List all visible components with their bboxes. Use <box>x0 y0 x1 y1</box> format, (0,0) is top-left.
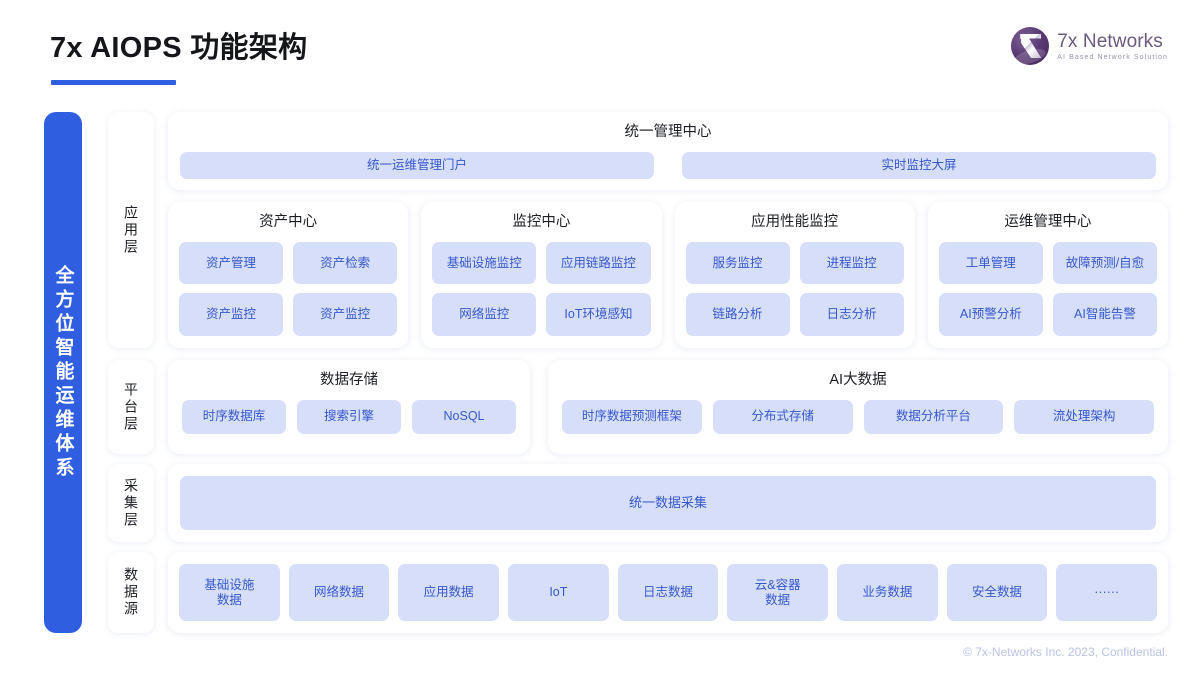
data-source-items: 基础设施数据 网络数据 应用数据 IoT 日志数据 云&容器数据 业务数据 安全… <box>179 564 1158 621</box>
layer-label-collection: 采集层 <box>108 464 154 542</box>
layer-label-platform: 平台层 <box>108 360 154 454</box>
apm-card: 应用性能监控 服务监控 进程监控 链路分析 日志分析 <box>674 202 915 348</box>
ops-item-1[interactable]: 工单管理 <box>938 241 1043 285</box>
asset-center-item-3[interactable]: 资产监控 <box>179 293 284 336</box>
unified-management-center-items: 统一运维管理门户 实时监控大屏 <box>180 152 1156 179</box>
apm-items: 服务监控 进程监控 链路分析 日志分析 <box>685 241 904 336</box>
apm-item-2[interactable]: 进程监控 <box>799 241 904 285</box>
footer-copyright: © 7x-Networks Inc. 2023, Confidential. <box>963 645 1168 659</box>
layer-label-platform-text: 平台层 <box>123 381 139 433</box>
asset-center-card: 资产中心 资产管理 资产检索 资产监控 资产监控 <box>168 202 409 348</box>
ops-item-3[interactable]: AI预警分析 <box>938 293 1043 336</box>
seven-x-globe-icon <box>1011 27 1050 65</box>
logo-text-block: 7x Networks AI Based Network Solution <box>1057 32 1168 61</box>
asset-center-item-1[interactable]: 资产管理 <box>179 241 284 285</box>
data-storage-card: 数据存储 时序数据库 搜索引擎 NoSQL <box>168 360 530 454</box>
layer-label-column: 应用层 平台层 采集层 数据源 <box>108 112 154 633</box>
data-source-item-3[interactable]: 应用数据 <box>398 564 500 621</box>
unified-data-collection-item[interactable]: 统一数据采集 <box>180 476 1156 530</box>
title-underline-rule <box>51 80 176 85</box>
ai-bigdata-item-4[interactable]: 流处理架构 <box>1014 399 1154 434</box>
monitoring-center-item-3[interactable]: 网络监控 <box>432 293 537 336</box>
data-source-item-8[interactable]: 安全数据 <box>946 564 1048 621</box>
ops-management-center-card: 运维管理中心 工单管理 故障预测/自愈 AI预警分析 AI智能告警 <box>927 202 1168 348</box>
monitoring-center-item-2[interactable]: 应用链路监控 <box>546 241 651 285</box>
monitoring-center-items: 基础设施监控 应用链路监控 网络监控 IoT环境感知 <box>432 241 651 336</box>
data-source-item-1[interactable]: 基础设施数据 <box>179 564 280 621</box>
brand-logo: 7x Networks AI Based Network Solution <box>1011 27 1168 65</box>
data-source-item-6-line1: 云&容器 <box>754 577 801 592</box>
ai-bigdata-item-3[interactable]: 数据分析平台 <box>863 399 1004 434</box>
monitoring-center-title: 监控中心 <box>512 214 571 230</box>
apm-title: 应用性能监控 <box>751 214 839 230</box>
ai-bigdata-items: 时序数据预测框架 分布式存储 数据分析平台 流处理架构 <box>562 399 1154 434</box>
layer-label-collection-text: 采集层 <box>123 477 139 529</box>
data-source-item-9[interactable]: ······ <box>1056 564 1158 621</box>
collection-layer-card: 统一数据采集 <box>168 464 1168 542</box>
unified-management-center-card: 统一管理中心 统一运维管理门户 实时监控大屏 <box>168 112 1168 190</box>
page-title: 7x AIOPS 功能架构 <box>50 32 308 64</box>
layer-label-datasource: 数据源 <box>108 552 154 633</box>
asset-center-item-4[interactable]: 资产监控 <box>293 293 398 336</box>
umc-item-portal[interactable]: 统一运维管理门户 <box>180 152 654 179</box>
asset-center-title: 资产中心 <box>259 214 318 230</box>
data-storage-items: 时序数据库 搜索引擎 NoSQL <box>182 399 516 434</box>
layer-label-application: 应用层 <box>108 112 154 348</box>
asset-center-item-2[interactable]: 资产检索 <box>293 241 398 285</box>
ai-bigdata-card: AI大数据 时序数据预测框架 分布式存储 数据分析平台 流处理架构 <box>548 360 1168 454</box>
layer-label-datasource-text: 数据源 <box>123 567 139 618</box>
ops-management-center-title: 运维管理中心 <box>1004 214 1092 230</box>
logo-tagline: AI Based Network Solution <box>1057 53 1168 61</box>
architecture-diagram: 全方位智能运维体系 应用层 平台层 采集层 数据源 统一管理中心 统一运维管理门… <box>0 100 1200 645</box>
data-source-item-5[interactable]: 日志数据 <box>617 564 719 621</box>
logo-company-name: 7x Networks <box>1057 30 1163 52</box>
data-source-layer-card: 基础设施数据 网络数据 应用数据 IoT 日志数据 云&容器数据 业务数据 安全… <box>168 552 1168 633</box>
asset-center-items: 资产管理 资产检索 资产监控 资产监控 <box>179 241 398 336</box>
application-layer-cards: 资产中心 资产管理 资产检索 资产监控 资产监控 监控中心 基础设施监控 应用链… <box>168 202 1168 348</box>
layer-label-application-text: 应用层 <box>123 204 139 256</box>
monitoring-center-item-4[interactable]: IoT环境感知 <box>546 293 651 336</box>
ai-bigdata-item-2[interactable]: 分布式存储 <box>712 399 853 434</box>
apm-item-3[interactable]: 链路分析 <box>685 293 790 336</box>
data-storage-item-1[interactable]: 时序数据库 <box>182 399 286 434</box>
data-source-item-6-line2: 数据 <box>765 592 791 607</box>
ops-item-2[interactable]: 故障预测/自愈 <box>1052 241 1157 285</box>
data-storage-item-2[interactable]: 搜索引擎 <box>297 399 401 434</box>
ai-bigdata-item-1[interactable]: 时序数据预测框架 <box>562 399 702 434</box>
monitoring-center-item-1[interactable]: 基础设施监控 <box>432 241 537 285</box>
spine-label: 全方位智能运维体系 <box>52 264 74 481</box>
umc-item-realtime-dashboard[interactable]: 实时监控大屏 <box>682 152 1156 179</box>
data-source-item-2[interactable]: 网络数据 <box>288 564 390 621</box>
data-source-item-6[interactable]: 云&容器数据 <box>727 564 829 621</box>
data-source-item-1-line2: 数据 <box>216 592 242 607</box>
apm-item-4[interactable]: 日志分析 <box>799 293 904 336</box>
diagram-content-column: 统一管理中心 统一运维管理门户 实时监控大屏 资产中心 资产管理 资产检索 资产… <box>168 112 1168 633</box>
ops-management-center-items: 工单管理 故障预测/自愈 AI预警分析 AI智能告警 <box>938 241 1157 336</box>
page-header: 7x AIOPS 功能架构 7x Networks AI Based Netwo… <box>0 0 1200 100</box>
apm-item-1[interactable]: 服务监控 <box>685 241 790 285</box>
data-source-item-4[interactable]: IoT <box>508 564 609 621</box>
monitoring-center-card: 监控中心 基础设施监控 应用链路监控 网络监控 IoT环境感知 <box>421 202 662 348</box>
data-storage-item-3[interactable]: NoSQL <box>412 399 516 434</box>
data-source-item-1-line1: 基础设施 <box>204 577 255 592</box>
ai-bigdata-title: AI大数据 <box>829 372 887 388</box>
unified-management-center-title: 统一管理中心 <box>624 124 712 140</box>
vertical-spine-banner: 全方位智能运维体系 <box>44 112 82 633</box>
ops-item-4[interactable]: AI智能告警 <box>1052 293 1157 336</box>
data-storage-title: 数据存储 <box>320 372 378 388</box>
data-source-item-7[interactable]: 业务数据 <box>837 564 938 621</box>
